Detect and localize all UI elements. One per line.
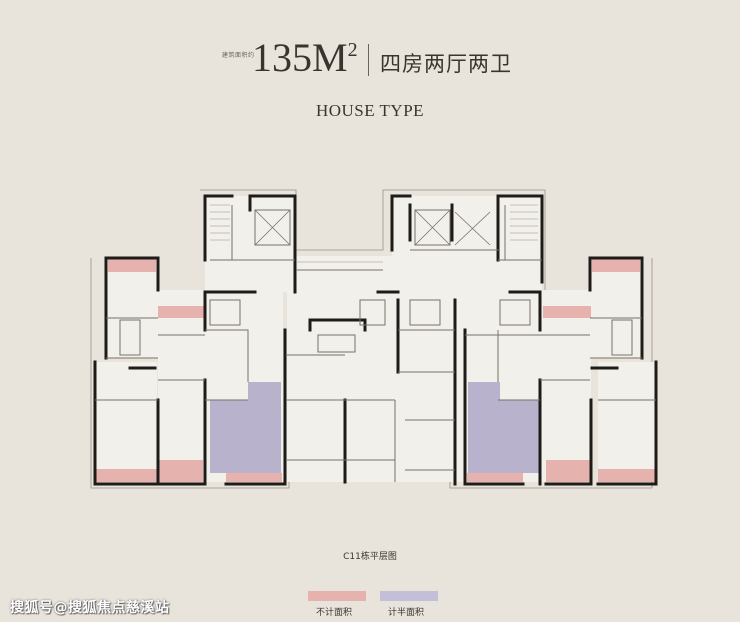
watermark: 搜狐号@搜狐焦点慈溪站 [10, 600, 170, 616]
floor-plan-caption: C11栋平层图 [343, 552, 397, 562]
area-prefix-label: 建筑面积约 [222, 52, 255, 59]
area-title: 135M2 [252, 38, 358, 78]
interior-partitions [95, 205, 656, 482]
legend-swatch-excluded [308, 591, 366, 601]
layout-type: 四房两厅两卫 [380, 52, 512, 76]
walls [93, 194, 658, 486]
area-value: 135M [252, 35, 348, 80]
stairs [210, 204, 538, 263]
legend-label-half: 计半面积 [388, 608, 425, 618]
half-area-zones [210, 382, 540, 473]
excluded-area-zones [95, 259, 656, 482]
room-fills [95, 196, 656, 482]
area-unit-sup: 2 [347, 39, 358, 61]
legend-label-excluded: 不计面积 [316, 608, 353, 618]
legend-swatch-half [380, 591, 438, 601]
house-type-heading: HOUSE TYPE [315, 101, 425, 120]
title-separator [368, 44, 369, 76]
elevator-shafts [254, 209, 491, 246]
